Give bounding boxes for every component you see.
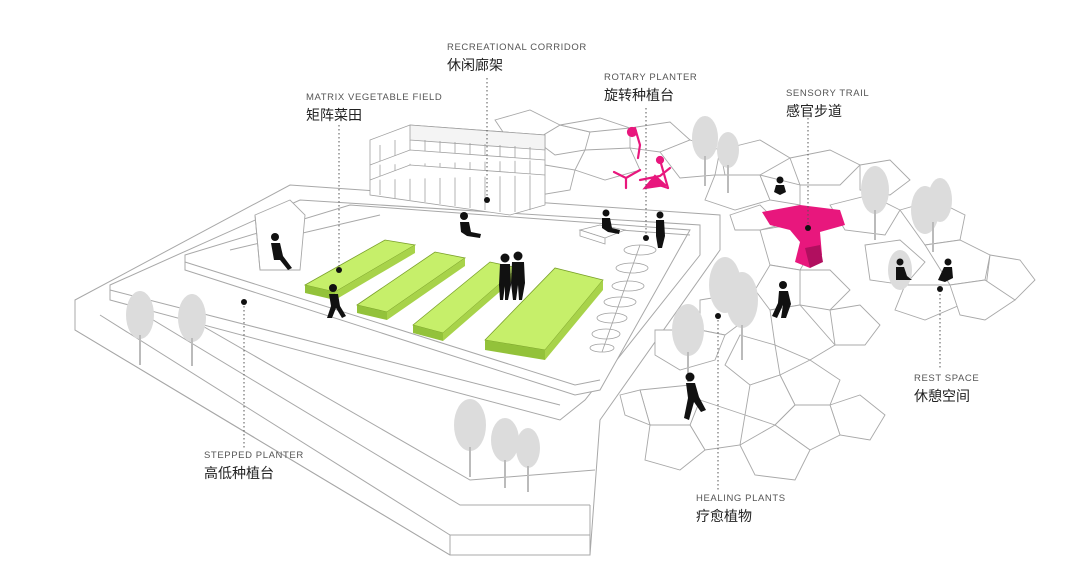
vegetable-bed-2 <box>356 251 467 320</box>
vegetable-bed-1 <box>303 239 417 300</box>
label-en: HEALING PLANTS <box>696 493 786 504</box>
vegetable-bed-4 <box>484 267 604 360</box>
person-running <box>772 281 791 318</box>
tree <box>928 178 952 222</box>
sensory-sculpture <box>762 205 845 268</box>
tree <box>861 166 889 214</box>
tree <box>491 418 519 462</box>
leader-lines <box>243 78 941 490</box>
tree <box>726 272 758 328</box>
tree <box>454 399 486 451</box>
person-sitting <box>271 233 292 270</box>
person-standing <box>499 253 511 300</box>
fitness-equipment <box>612 126 672 190</box>
label-zh: 疗愈植物 <box>696 509 752 525</box>
label-sensory-trail: SENSORY TRAIL 感官步道 <box>786 88 869 121</box>
label-recreational-corridor: RECREATIONAL CORRIDOR 休闲廊架 <box>447 42 587 75</box>
rotary-planter <box>589 244 657 353</box>
tree <box>717 132 739 168</box>
tree <box>692 116 718 160</box>
person-standing <box>656 211 665 248</box>
label-zh: 感官步道 <box>786 104 842 120</box>
terrace-structure <box>74 184 721 556</box>
label-en: SENSORY TRAIL <box>786 88 870 99</box>
person-sitting <box>602 209 620 234</box>
leader-dots <box>241 197 943 319</box>
label-zh: 休闲廊架 <box>447 58 503 74</box>
tree <box>126 291 154 339</box>
person-sitting <box>774 176 786 195</box>
label-zh: 矩阵菜田 <box>306 108 362 124</box>
stepped-planter-shell <box>254 199 306 271</box>
label-en: ROTARY PLANTER <box>604 72 698 83</box>
label-en: MATRIX VEGETABLE FIELD <box>306 92 443 103</box>
label-stepped-planter: STEPPED PLANTER 高低种植台 <box>204 450 304 483</box>
person-standing <box>511 251 525 300</box>
person-sitting <box>460 212 481 238</box>
sensory-trail-paving <box>494 109 1036 481</box>
label-zh: 旋转种植台 <box>604 88 674 104</box>
recreational-corridor-pergola <box>369 124 546 216</box>
person-running <box>327 284 346 318</box>
label-healing-plants: HEALING PLANTS 疗愈植物 <box>696 493 786 526</box>
tree <box>672 304 704 356</box>
person-running <box>684 372 706 420</box>
label-matrix-vegetable-field: MATRIX VEGETABLE FIELD 矩阵菜田 <box>306 92 442 125</box>
people <box>271 176 953 420</box>
label-rest-space: REST SPACE 休憩空间 <box>914 373 979 406</box>
label-en: STEPPED PLANTER <box>204 450 304 461</box>
person-sitting <box>896 258 912 280</box>
label-en: RECREATIONAL CORRIDOR <box>447 42 587 53</box>
tree <box>178 294 206 342</box>
tree <box>516 428 540 468</box>
label-rotary-planter: ROTARY PLANTER 旋转种植台 <box>604 72 697 105</box>
person-sitting <box>938 258 953 282</box>
label-zh: 休憩空间 <box>914 389 970 405</box>
label-zh: 高低种植台 <box>204 466 274 482</box>
bench <box>578 224 627 245</box>
label-en: REST SPACE <box>914 373 980 384</box>
